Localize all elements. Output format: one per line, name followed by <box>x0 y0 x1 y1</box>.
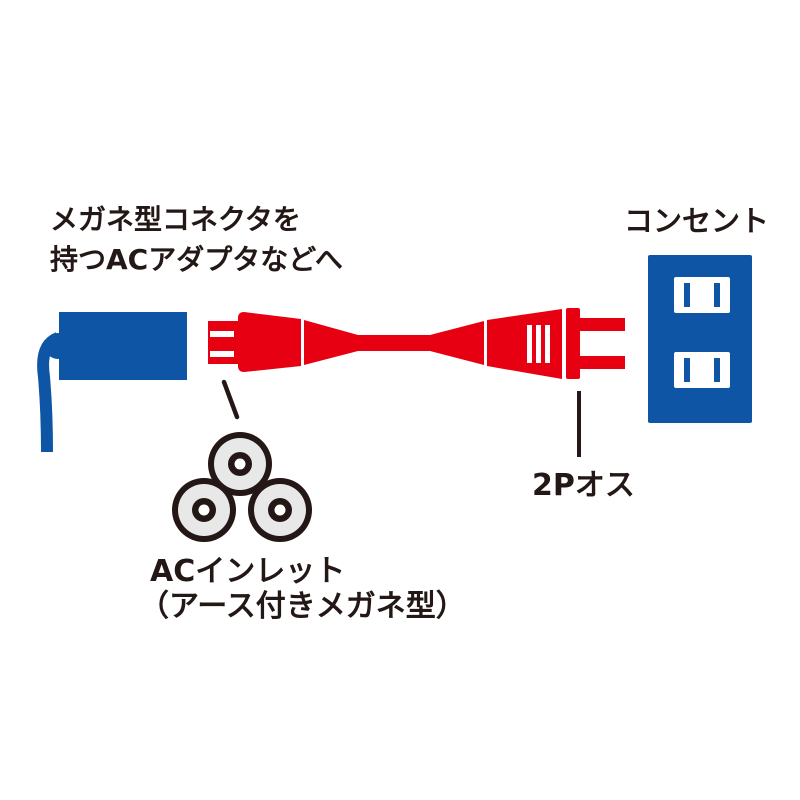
megane-connector <box>208 312 358 372</box>
power-cable <box>208 308 625 379</box>
adapter-note-line2: 持つACアダプタなどへ <box>50 243 343 276</box>
socket-top-slot-left <box>684 283 690 307</box>
ac-adapter-body <box>59 312 187 380</box>
wall-outlet <box>648 255 752 423</box>
2p-plug-prong-bottom <box>580 356 625 369</box>
2p-plug-rib-1 <box>527 325 532 363</box>
inlet-pin-hole-top <box>234 458 246 470</box>
2p-plug-face <box>566 308 580 379</box>
megane-connector-slot-top <box>210 331 234 337</box>
plug-type-label: 2Pオス <box>532 468 635 503</box>
megane-connector-head <box>208 321 242 364</box>
pointer-line-inlet <box>221 379 240 420</box>
socket-bottom-slot-left <box>684 358 690 382</box>
inlet-type-label: （アース付きメガネ型） <box>139 589 466 624</box>
inlet-name-label: ACインレット <box>150 554 346 589</box>
2p-plug-body <box>487 309 562 379</box>
socket-top-slot-right <box>714 283 720 307</box>
ac-adapter <box>37 312 187 453</box>
megane-connector-strain-relief <box>304 320 358 365</box>
megane-connector-body <box>238 312 301 372</box>
inlet-pin-hole-left <box>198 504 210 516</box>
wall-outlet-socket-top <box>674 277 730 313</box>
socket-bottom-slot-right <box>714 358 720 382</box>
outlet-label: コンセント <box>624 204 770 238</box>
2p-plug-prong-top <box>580 318 625 331</box>
wall-outlet-socket-bottom <box>674 352 730 388</box>
cable-cord <box>356 335 432 351</box>
adapter-note-line1: メガネ型コネクタを <box>50 203 301 236</box>
2p-plug-rib-2 <box>536 325 541 363</box>
ac-inlet-face <box>172 432 312 542</box>
2p-plug <box>430 308 625 379</box>
2p-plug-strain-relief <box>430 321 484 365</box>
megane-connector-slot-bottom <box>210 351 234 357</box>
2p-plug-rib-3 <box>545 325 550 363</box>
inlet-pin-hole-right <box>274 504 286 516</box>
